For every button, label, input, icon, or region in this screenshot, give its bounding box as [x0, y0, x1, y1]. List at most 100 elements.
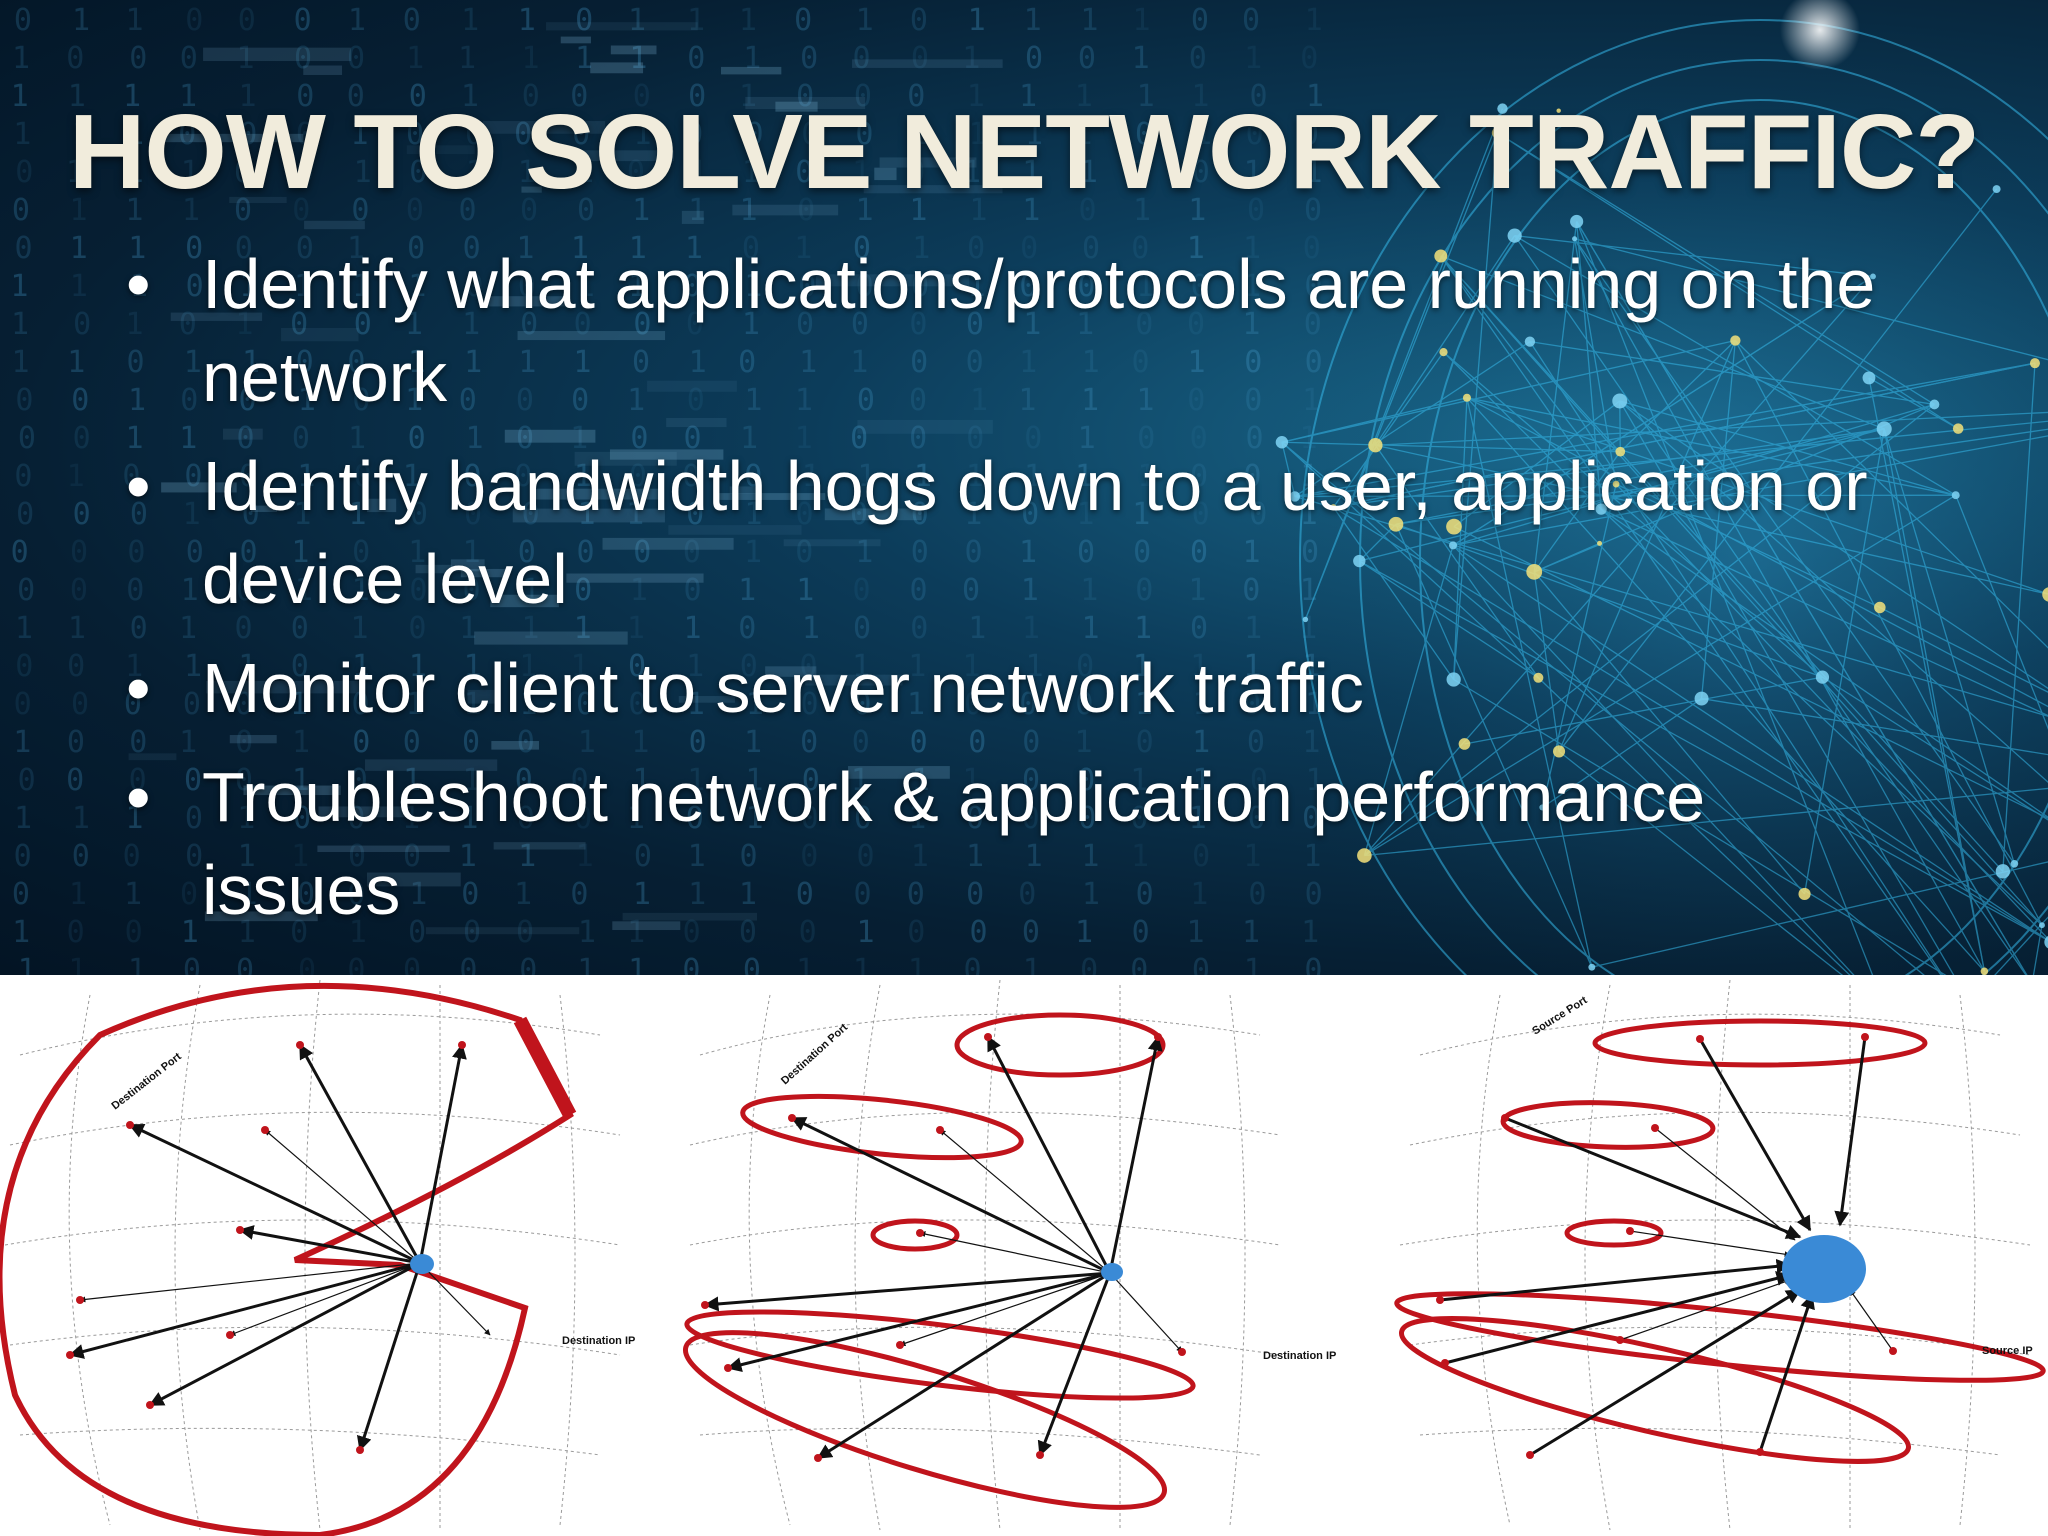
svg-text:1: 1 [1025, 839, 1043, 874]
svg-text:0: 0 [1192, 155, 1210, 190]
svg-text:1: 1 [1075, 79, 1093, 114]
svg-text:0: 0 [1242, 3, 1260, 38]
svg-text:1: 1 [403, 763, 421, 798]
traffic-diagrams-panel: Destination Port Destination IP [0, 975, 2048, 1536]
svg-text:1: 1 [408, 535, 426, 570]
svg-text:1: 1 [1137, 459, 1155, 494]
svg-text:0: 0 [406, 117, 424, 152]
svg-text:0: 0 [124, 687, 142, 722]
svg-text:1: 1 [687, 763, 705, 798]
svg-text:0: 0 [185, 839, 203, 874]
svg-text:0: 0 [628, 649, 646, 684]
svg-text:1: 1 [12, 41, 30, 76]
svg-text:1: 1 [518, 839, 536, 874]
svg-text:0: 0 [796, 877, 814, 912]
svg-text:0: 0 [686, 801, 704, 836]
svg-text:0: 0 [1079, 193, 1097, 228]
svg-text:1: 1 [855, 535, 873, 570]
svg-text:0: 0 [1077, 269, 1095, 304]
svg-text:1: 1 [688, 193, 706, 228]
svg-text:0: 0 [352, 383, 370, 418]
svg-text:1: 1 [18, 953, 36, 975]
svg-text:1: 1 [1081, 383, 1099, 418]
svg-text:0: 0 [518, 269, 536, 304]
svg-text:0: 0 [66, 41, 84, 76]
svg-text:0: 0 [462, 725, 480, 760]
svg-text:0: 0 [296, 231, 314, 266]
svg-text:1: 1 [744, 535, 762, 570]
svg-text:0: 0 [1192, 497, 1210, 532]
svg-text:1: 1 [521, 611, 539, 646]
svg-text:1: 1 [855, 193, 873, 228]
svg-text:1: 1 [744, 725, 762, 760]
svg-text:1: 1 [458, 41, 476, 76]
svg-text:0: 0 [1022, 725, 1040, 760]
svg-text:0: 0 [459, 953, 477, 975]
svg-text:0: 0 [66, 763, 84, 798]
svg-text:0: 0 [403, 839, 421, 874]
svg-text:1: 1 [298, 383, 316, 418]
svg-text:1: 1 [12, 915, 30, 950]
svg-text:1: 1 [1133, 193, 1151, 228]
svg-text:1: 1 [1133, 649, 1151, 684]
svg-text:1: 1 [181, 573, 199, 608]
svg-text:0: 0 [17, 573, 35, 608]
svg-text:1: 1 [1082, 877, 1100, 912]
axis-label-ip: Destination IP [562, 1335, 635, 1347]
svg-text:1: 1 [962, 41, 980, 76]
svg-text:0: 0 [852, 41, 870, 76]
bullet-item: • Identify bandwidth hogs down to a user… [118, 440, 1918, 626]
svg-text:1: 1 [128, 231, 146, 266]
svg-text:1: 1 [1021, 573, 1039, 608]
svg-text:0: 0 [122, 459, 140, 494]
svg-text:1: 1 [72, 3, 90, 38]
svg-text:0: 0 [907, 155, 925, 190]
svg-text:1: 1 [1192, 725, 1210, 760]
svg-text:1: 1 [1023, 307, 1041, 342]
center-node [1782, 1235, 1866, 1303]
svg-text:0: 0 [572, 117, 590, 152]
svg-text:1: 1 [409, 877, 427, 912]
svg-text:1: 1 [14, 801, 32, 836]
svg-text:1: 1 [239, 79, 257, 114]
svg-text:0: 0 [12, 877, 30, 912]
svg-text:0: 0 [296, 79, 314, 114]
svg-text:0: 0 [1301, 117, 1319, 152]
svg-text:1: 1 [518, 3, 536, 38]
svg-text:1: 1 [460, 801, 478, 836]
svg-text:1: 1 [687, 687, 705, 722]
svg-text:0: 0 [628, 687, 646, 722]
svg-text:0: 0 [795, 497, 813, 532]
svg-text:1: 1 [857, 459, 875, 494]
svg-text:0: 0 [1190, 611, 1208, 646]
svg-text:0: 0 [1076, 649, 1094, 684]
svg-text:0: 0 [463, 573, 481, 608]
svg-text:0: 0 [354, 307, 372, 342]
svg-text:0: 0 [1078, 801, 1096, 836]
svg-text:1: 1 [125, 801, 143, 836]
svg-text:1: 1 [128, 953, 146, 975]
svg-text:1: 1 [1187, 231, 1205, 266]
svg-text:1: 1 [123, 79, 141, 114]
svg-text:0: 0 [853, 687, 871, 722]
svg-text:0: 0 [574, 801, 592, 836]
svg-text:1: 1 [405, 307, 423, 342]
svg-text:1: 1 [1244, 155, 1262, 190]
svg-text:1: 1 [1187, 345, 1205, 380]
svg-text:0: 0 [403, 3, 421, 38]
center-node [1101, 1263, 1123, 1281]
svg-text:0: 0 [73, 307, 91, 342]
svg-text:1: 1 [1080, 3, 1098, 38]
svg-text:0: 0 [67, 649, 85, 684]
svg-text:1: 1 [519, 687, 537, 722]
svg-text:1: 1 [911, 839, 929, 874]
svg-text:0: 0 [463, 459, 481, 494]
svg-text:1: 1 [632, 763, 650, 798]
svg-text:0: 0 [1303, 231, 1321, 266]
svg-text:0: 0 [1190, 535, 1208, 570]
svg-text:1: 1 [573, 345, 591, 380]
svg-text:1: 1 [184, 649, 202, 684]
svg-text:1: 1 [348, 3, 366, 38]
svg-text:1: 1 [72, 801, 90, 836]
